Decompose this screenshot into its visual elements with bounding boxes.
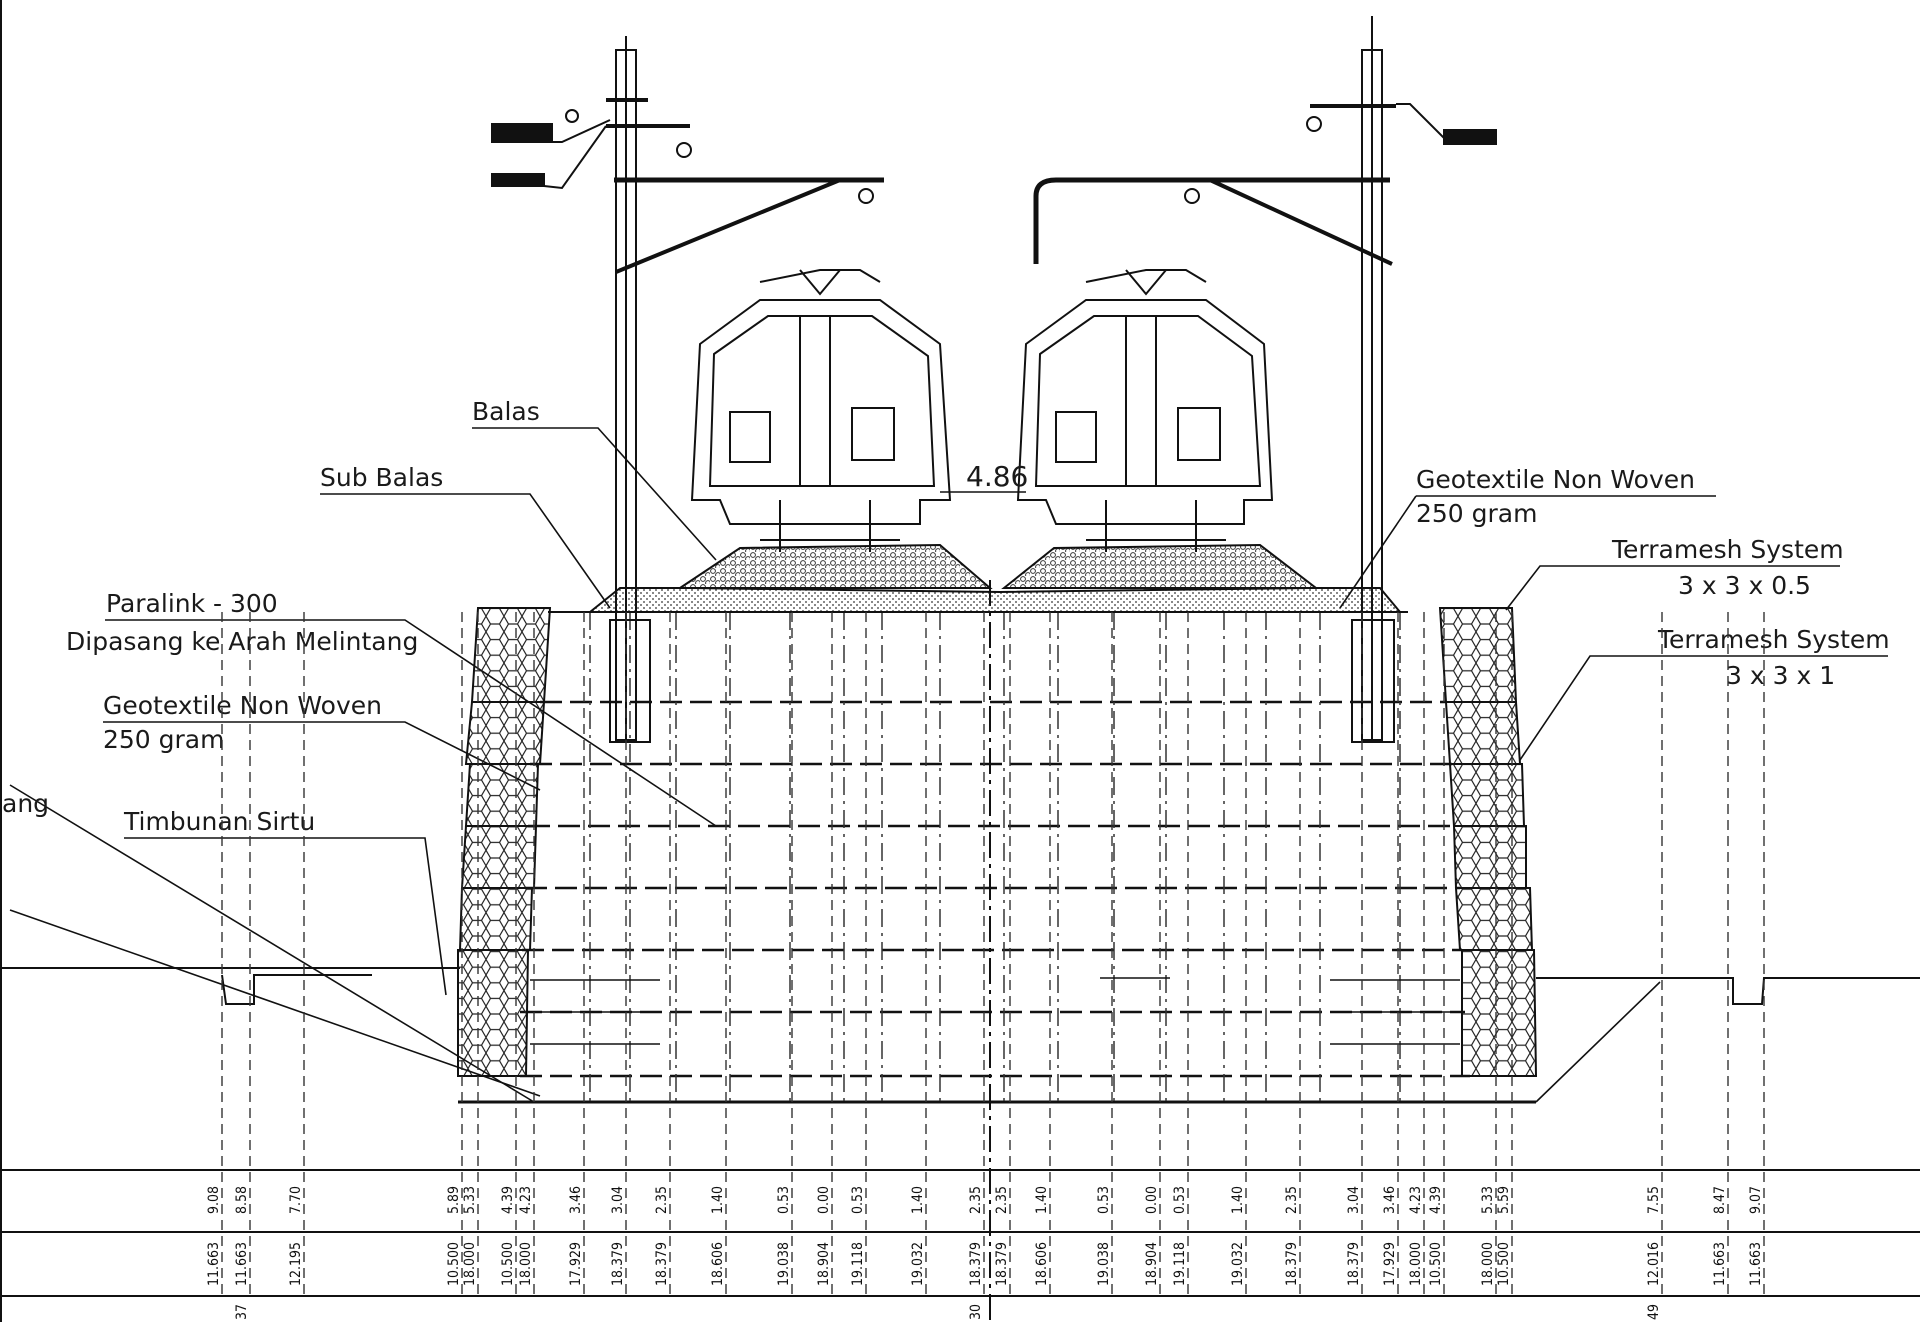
elevation-value: 11.663 bbox=[1748, 1242, 1764, 1286]
offset-value: 3.46 bbox=[1382, 1186, 1398, 1214]
ground-line bbox=[0, 967, 1920, 1005]
elevation-value: 10.500 bbox=[446, 1242, 462, 1286]
label-terramesh-top-size: 3 x 3 x 0.5 bbox=[1678, 571, 1811, 600]
elevation-value: 17.929 bbox=[568, 1242, 584, 1286]
elevation-value: 12.195 bbox=[288, 1242, 304, 1286]
label-sub-balas: Sub Balas bbox=[320, 463, 443, 492]
offset-value: 3.46 bbox=[568, 1186, 584, 1214]
elevation-value: 12.016 bbox=[1646, 1242, 1662, 1286]
elevation-value: 19.038 bbox=[776, 1242, 792, 1286]
offset-value: 4.39 bbox=[500, 1186, 516, 1214]
elevation-value: 18.379 bbox=[994, 1242, 1010, 1286]
label-cut-left: ang bbox=[2, 789, 49, 818]
elevation-value: 10.500 bbox=[1428, 1242, 1444, 1286]
label-track-spacing: 4.86 bbox=[966, 460, 1028, 493]
offset-value: 1.40 bbox=[710, 1186, 726, 1214]
offset-value: 7.55 bbox=[1646, 1186, 1662, 1214]
offset-value: 5.33 bbox=[462, 1186, 478, 1214]
label-geotextile-left-weight: 250 gram bbox=[103, 725, 224, 754]
label-balas: Balas bbox=[472, 397, 540, 426]
elevation-value: 18.904 bbox=[1144, 1242, 1160, 1286]
offset-value: 2.35 bbox=[994, 1186, 1010, 1214]
offset-value: 0.53 bbox=[776, 1186, 792, 1214]
elevation-value: 19.118 bbox=[850, 1242, 866, 1286]
label-timbunan: Timbunan Sirtu bbox=[123, 807, 315, 836]
label-terramesh-top: Terramesh System bbox=[1611, 535, 1844, 564]
train-left bbox=[690, 269, 952, 552]
offset-value: 0.53 bbox=[850, 1186, 866, 1214]
elevation-value: 11.663 bbox=[234, 1242, 250, 1286]
offset-value: 8.47 bbox=[1712, 1186, 1728, 1214]
annotation-labels: Balas Sub Balas Paralink - 300 Dipasang … bbox=[2, 397, 1890, 836]
offset-value: 0.00 bbox=[816, 1186, 832, 1214]
offset-value: 7.70 bbox=[288, 1186, 304, 1214]
ballast bbox=[587, 543, 1403, 613]
elevation-value: 19.032 bbox=[1230, 1242, 1246, 1286]
offset-value: 1.40 bbox=[1034, 1186, 1050, 1214]
catenary-pole-right bbox=[1033, 16, 1497, 743]
elevation-value: 10.500 bbox=[1496, 1242, 1512, 1286]
offset-value: 4.39 bbox=[1428, 1186, 1444, 1214]
offset-value: 0.53 bbox=[1172, 1186, 1188, 1214]
terramesh-left bbox=[457, 607, 552, 1077]
offset-value: 5.89 bbox=[446, 1186, 462, 1214]
elevation-value: 19.118 bbox=[1172, 1242, 1188, 1286]
label-terramesh-bottom: Terramesh System bbox=[1657, 625, 1890, 654]
elevation-value: 18.904 bbox=[816, 1242, 832, 1286]
leader-lines bbox=[9, 427, 1888, 1103]
label-paralink-note: Dipasang ke Arah Melintang bbox=[66, 627, 418, 656]
elevation-value: 18.000 bbox=[1408, 1242, 1424, 1286]
elevation-value: 18.000 bbox=[1480, 1242, 1496, 1286]
label-geotextile-right-weight: 250 gram bbox=[1416, 499, 1537, 528]
offset-value: 3.04 bbox=[1346, 1186, 1362, 1214]
offset-value: 5.33 bbox=[1480, 1186, 1496, 1214]
catenary-pole-left bbox=[491, 36, 884, 743]
elevation-value: 18.000 bbox=[462, 1242, 478, 1286]
label-terramesh-bottom-size: 3 x 3 x 1 bbox=[1726, 661, 1835, 690]
offset-value: 0.00 bbox=[1144, 1186, 1160, 1214]
elevation-value: 18.379 bbox=[1284, 1242, 1300, 1286]
elevation-value: 18.379 bbox=[610, 1242, 626, 1286]
offset-value: 9.08 bbox=[206, 1186, 222, 1214]
label-paralink: Paralink - 300 bbox=[106, 589, 278, 618]
offset-value: 2.35 bbox=[654, 1186, 670, 1214]
offset-value: 8.58 bbox=[234, 1186, 250, 1214]
elevation-value: 18.606 bbox=[1034, 1242, 1050, 1286]
offset-value: 2.35 bbox=[968, 1186, 984, 1214]
elevation-value: 18.379 bbox=[654, 1242, 670, 1286]
elevation-value: 11.663 bbox=[1712, 1242, 1728, 1286]
station-value: 49 bbox=[1646, 1304, 1662, 1320]
offset-value: 9.07 bbox=[1748, 1186, 1764, 1214]
terramesh-right bbox=[1438, 607, 1538, 1077]
offset-value: 2.35 bbox=[1284, 1186, 1300, 1214]
elevation-value: 18.379 bbox=[1346, 1242, 1362, 1286]
offset-value: 0.53 bbox=[1096, 1186, 1112, 1214]
elevation-value: 18.379 bbox=[968, 1242, 984, 1286]
elevation-value: 10.500 bbox=[500, 1242, 516, 1286]
station-value: 37 bbox=[234, 1304, 250, 1320]
dimension-table: 9.08 11.663 8.58 11.663 7.70 12.195 5.89 10.500… bbox=[0, 612, 1920, 1320]
offset-value: 1.40 bbox=[910, 1186, 926, 1214]
offset-value: 4.23 bbox=[518, 1186, 534, 1214]
embankment-body bbox=[458, 580, 1536, 1322]
elevation-value: 11.663 bbox=[206, 1242, 222, 1286]
station-value: 30 bbox=[968, 1304, 984, 1320]
elevation-value: 18.000 bbox=[518, 1242, 534, 1286]
elevation-value: 17.929 bbox=[1382, 1242, 1398, 1286]
train-right bbox=[1016, 269, 1274, 552]
offset-value: 3.04 bbox=[610, 1186, 626, 1214]
label-geotextile-left: Geotextile Non Woven bbox=[103, 691, 382, 720]
offset-value: 4.23 bbox=[1408, 1186, 1424, 1214]
offset-value: 1.40 bbox=[1230, 1186, 1246, 1214]
offset-value: 5.59 bbox=[1496, 1186, 1512, 1214]
elevation-value: 19.038 bbox=[1096, 1242, 1112, 1286]
elevation-value: 19.032 bbox=[910, 1242, 926, 1286]
label-geotextile-right: Geotextile Non Woven bbox=[1416, 465, 1695, 494]
elevation-value: 18.606 bbox=[710, 1242, 726, 1286]
